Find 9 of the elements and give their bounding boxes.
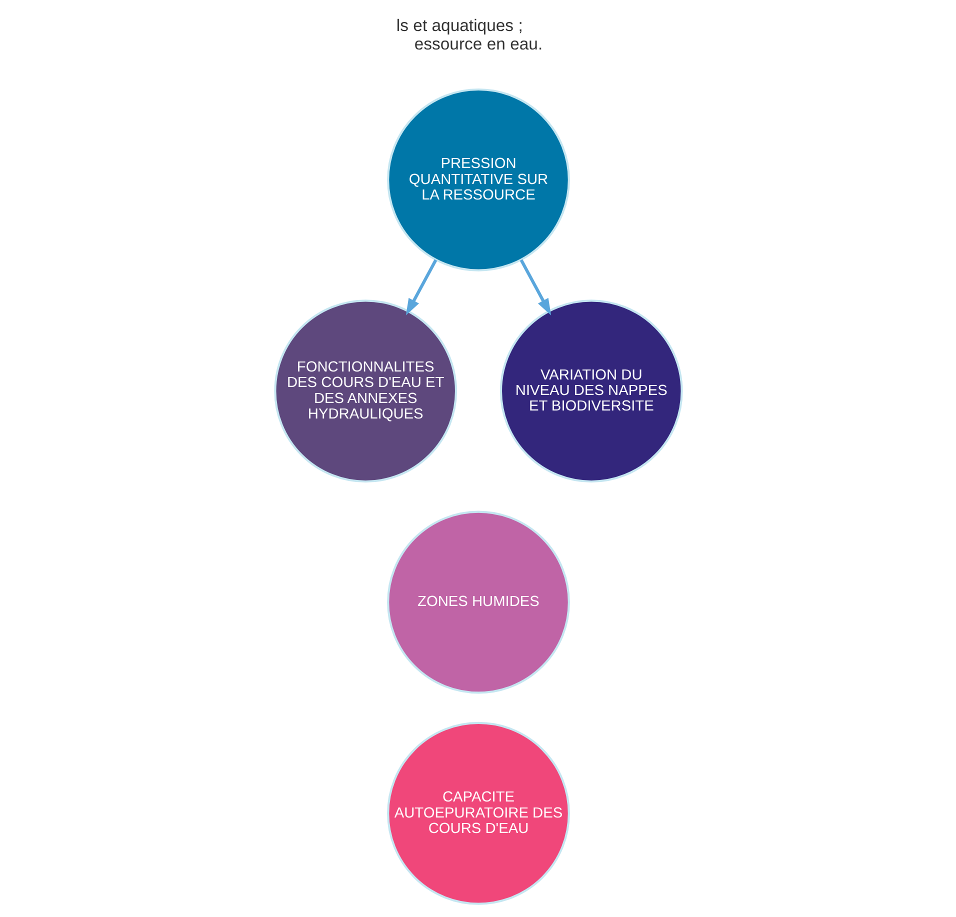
arrow [519, 259, 551, 316]
node-circle: ZONES HUMIDES [386, 510, 570, 694]
node-circle: PRESSION QUANTITATIVE SUR LA RESSOURCE [386, 88, 570, 272]
arrow [405, 259, 437, 316]
node-circle: FONCTIONNALITES DES COURS D'EAU ET DES ANNEXES HYDRAULIQUES [274, 300, 457, 483]
label: ls et aquatiques ; [396, 16, 522, 35]
node-circle: VARIATION DU NIVEAU DES NAPPES ET BIODIVERSITE [499, 300, 682, 483]
node-circle: CAPACITE AUTOEPURATOIRE DES COURS D'EAU [386, 722, 570, 905]
label: essource en eau. [414, 34, 542, 54]
